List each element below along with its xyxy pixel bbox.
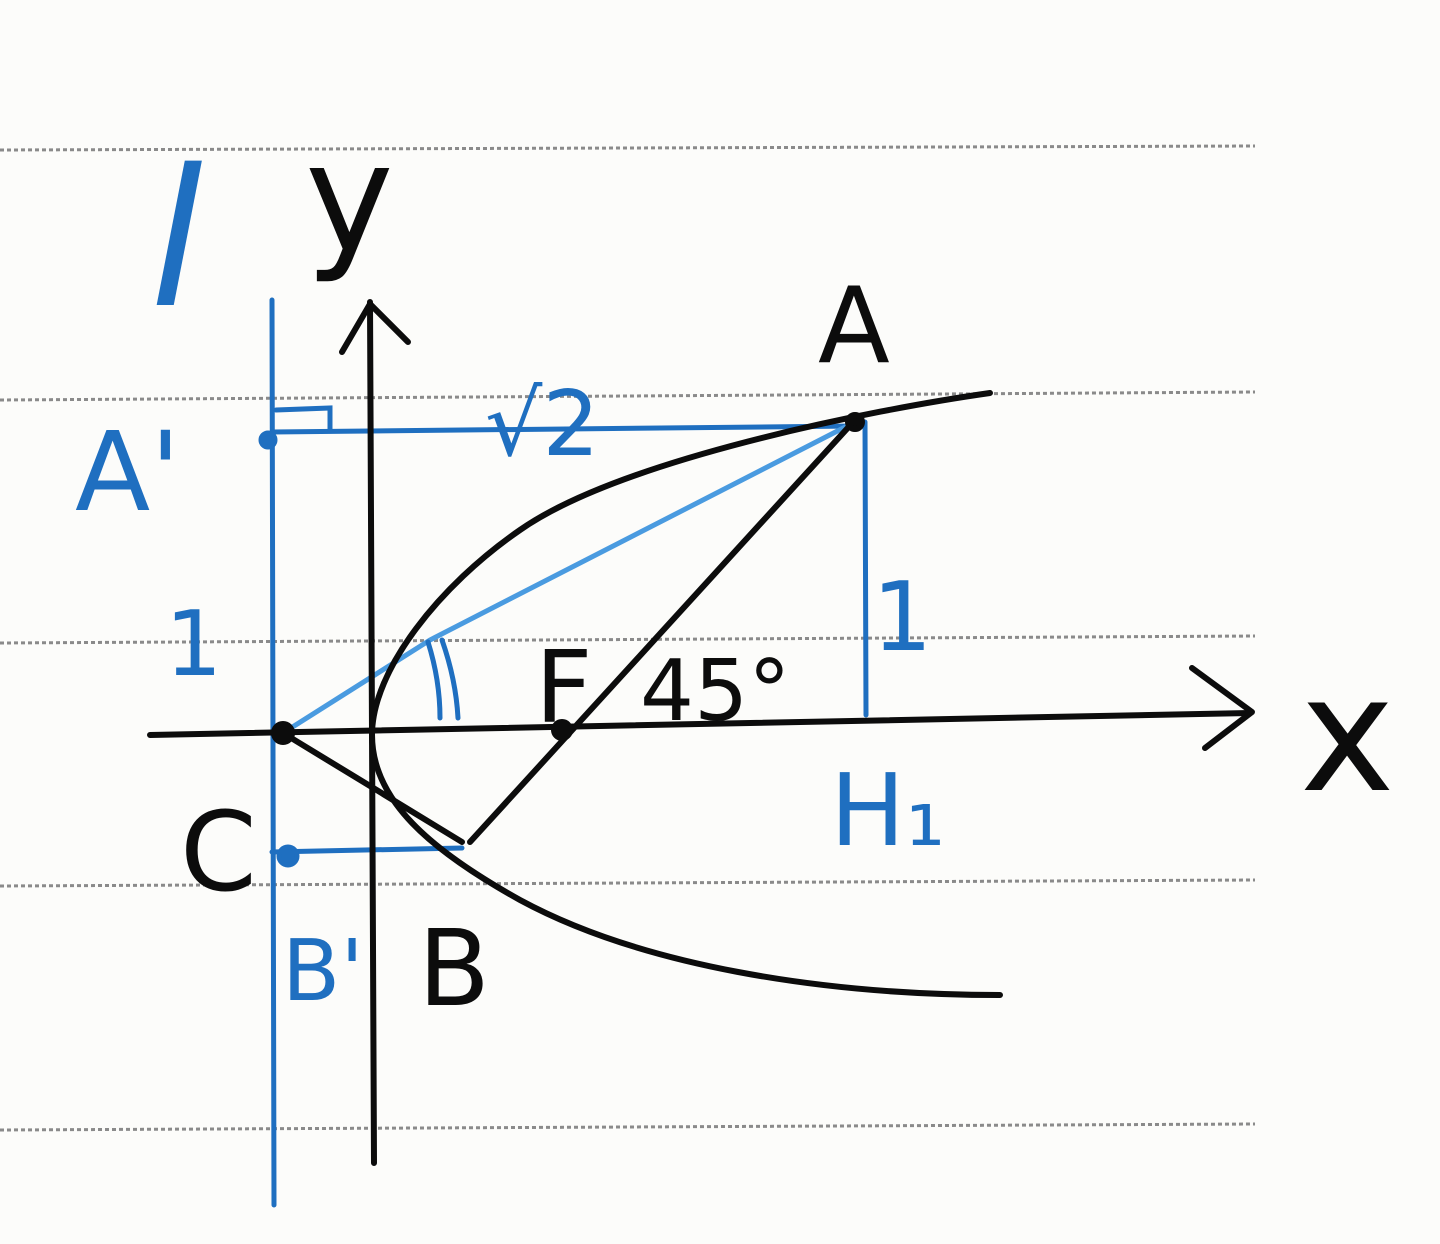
x-axis-arrow-icon [1189,665,1255,751]
parabola-curve [369,390,1003,998]
label-point-h1: H₁ [830,752,945,869]
point-f-dot [551,719,573,741]
label-point-a: A [818,265,890,387]
point-c-dot [271,721,295,745]
label-x-axis: x [1300,641,1395,828]
x-axis [147,710,1253,738]
rule-line [0,1122,1256,1132]
rule-line [0,390,1256,402]
segment-b-prime-b [269,845,465,855]
point-b-prime-dot [276,844,300,868]
label-point-b: B [418,908,490,1030]
rule-line [0,634,1256,645]
labels: l y A A' √2 1 F 45° 1 x H₁ C B' B [75,112,1395,1030]
label-sqrt2: √2 [485,372,600,477]
focal-chord-ab [467,417,858,845]
label-point-a-prime: A' [75,408,181,536]
label-length-1-ah1: 1 [872,563,932,673]
label-y-axis: y [305,112,394,286]
label-length-1-left: 1 [165,592,222,697]
segment-c-a [280,419,858,736]
directrix-line [269,297,277,1208]
point-a-prime-dot [258,430,278,450]
y-axis-arrow-icon [339,301,411,355]
angle-arc-mark [425,637,461,721]
label-point-b-prime: B' [282,922,364,1021]
right-angle-mark [273,405,333,433]
label-directrix: l [150,129,203,350]
ruled-lines [0,144,1256,1132]
segment-a-h1 [862,419,869,718]
segment-c-b [280,730,465,845]
label-point-c: C [180,788,257,916]
rule-line [0,144,1256,152]
rule-line [0,878,1256,888]
point-a-dot [845,412,865,432]
label-point-f: F [535,629,593,746]
label-angle-45: 45° [640,642,791,741]
blue-construction [258,297,869,1208]
black-construction [147,299,1255,1166]
